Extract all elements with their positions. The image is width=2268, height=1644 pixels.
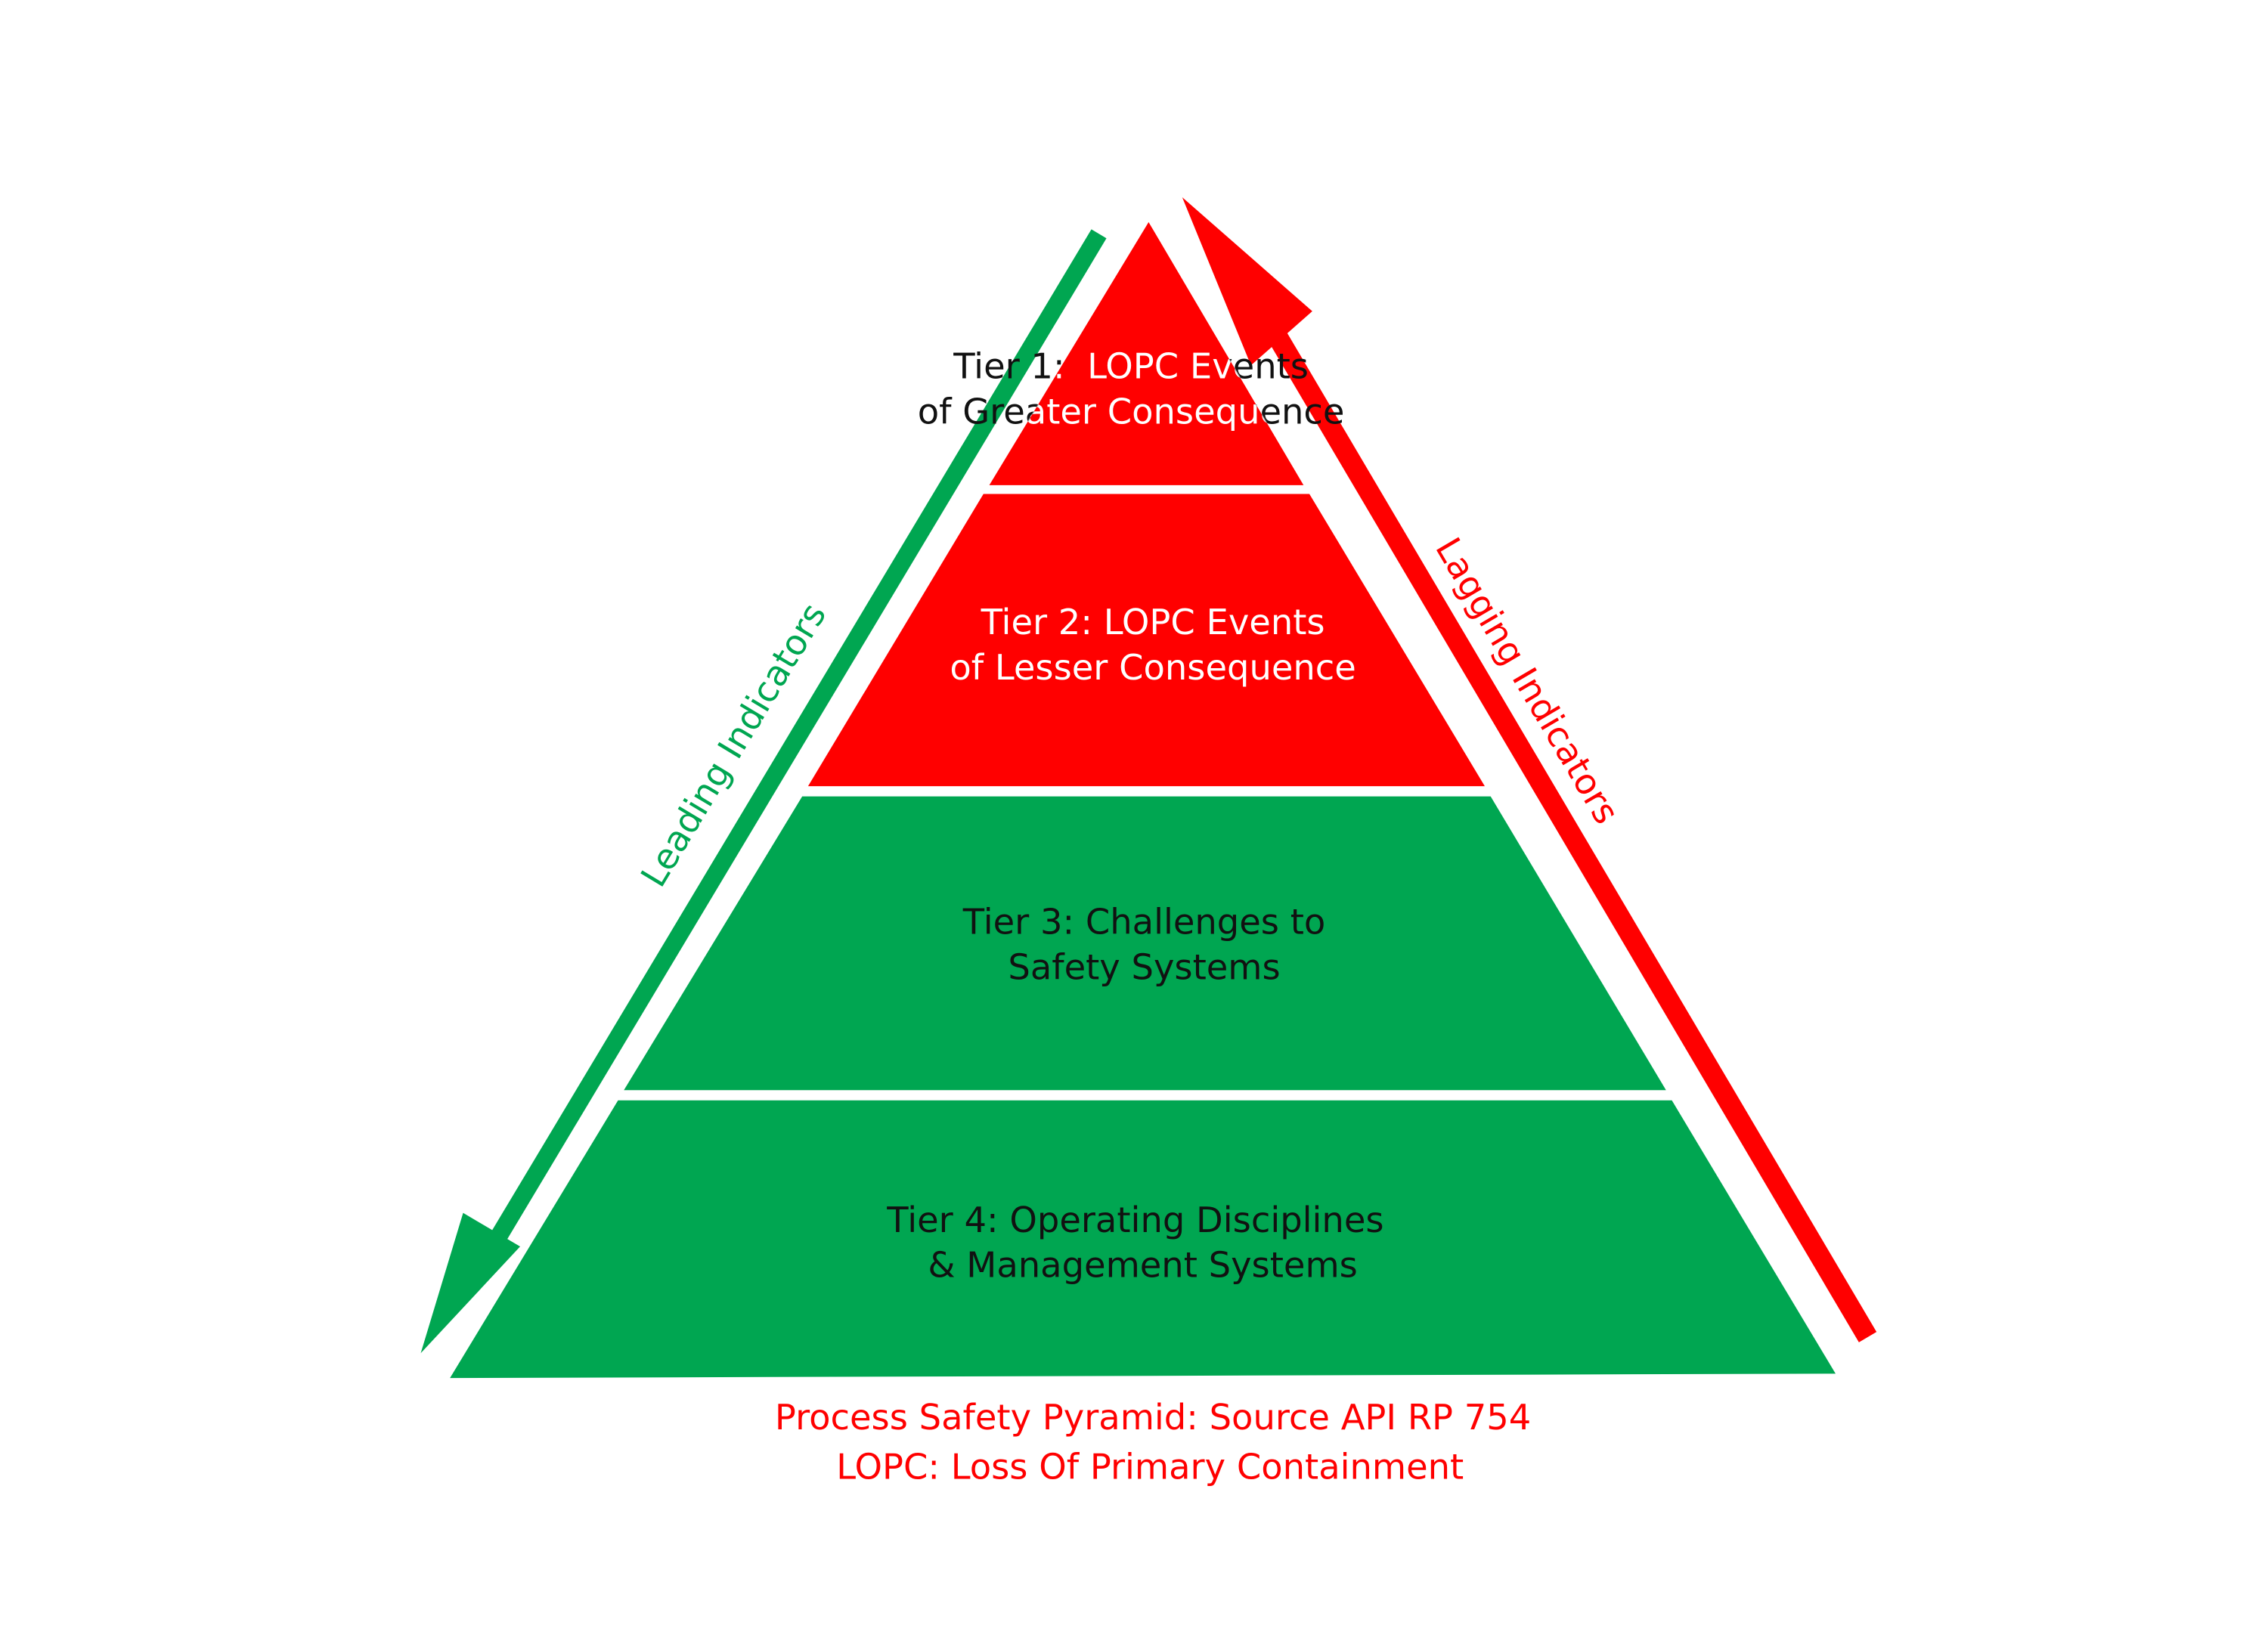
tier-2-line-2: of Lesser Consequence — [950, 647, 1356, 688]
tier-4-band — [450, 1100, 1836, 1379]
caption-line-2: LOPC: Loss Of Primary Containment — [836, 1447, 1464, 1488]
caption-line-1: Process Safety Pyramid: Source API RP 75… — [775, 1397, 1531, 1438]
arrow-down-left-icon — [420, 229, 1107, 1354]
tier-3-line-2: Safety Systems — [1008, 946, 1280, 987]
arrow-up-icon — [1182, 197, 1877, 1342]
tier-1-line-1: Tier 1: LOPC Events — [953, 346, 1309, 387]
tier-4-line-2: & Management Systems — [928, 1245, 1357, 1286]
tier-1-band — [989, 221, 1304, 485]
tier-3-band — [624, 796, 1666, 1091]
tier-3-line-1: Tier 3: Challenges to — [962, 901, 1325, 942]
tier-2-band — [807, 494, 1485, 787]
tier-2-line-1: Tier 2: LOPC Events — [981, 602, 1325, 642]
tier-4-line-1: Tier 4: Operating Disciplines — [886, 1200, 1383, 1240]
tier-1-line-2: of Greater Consequence — [918, 392, 1345, 432]
